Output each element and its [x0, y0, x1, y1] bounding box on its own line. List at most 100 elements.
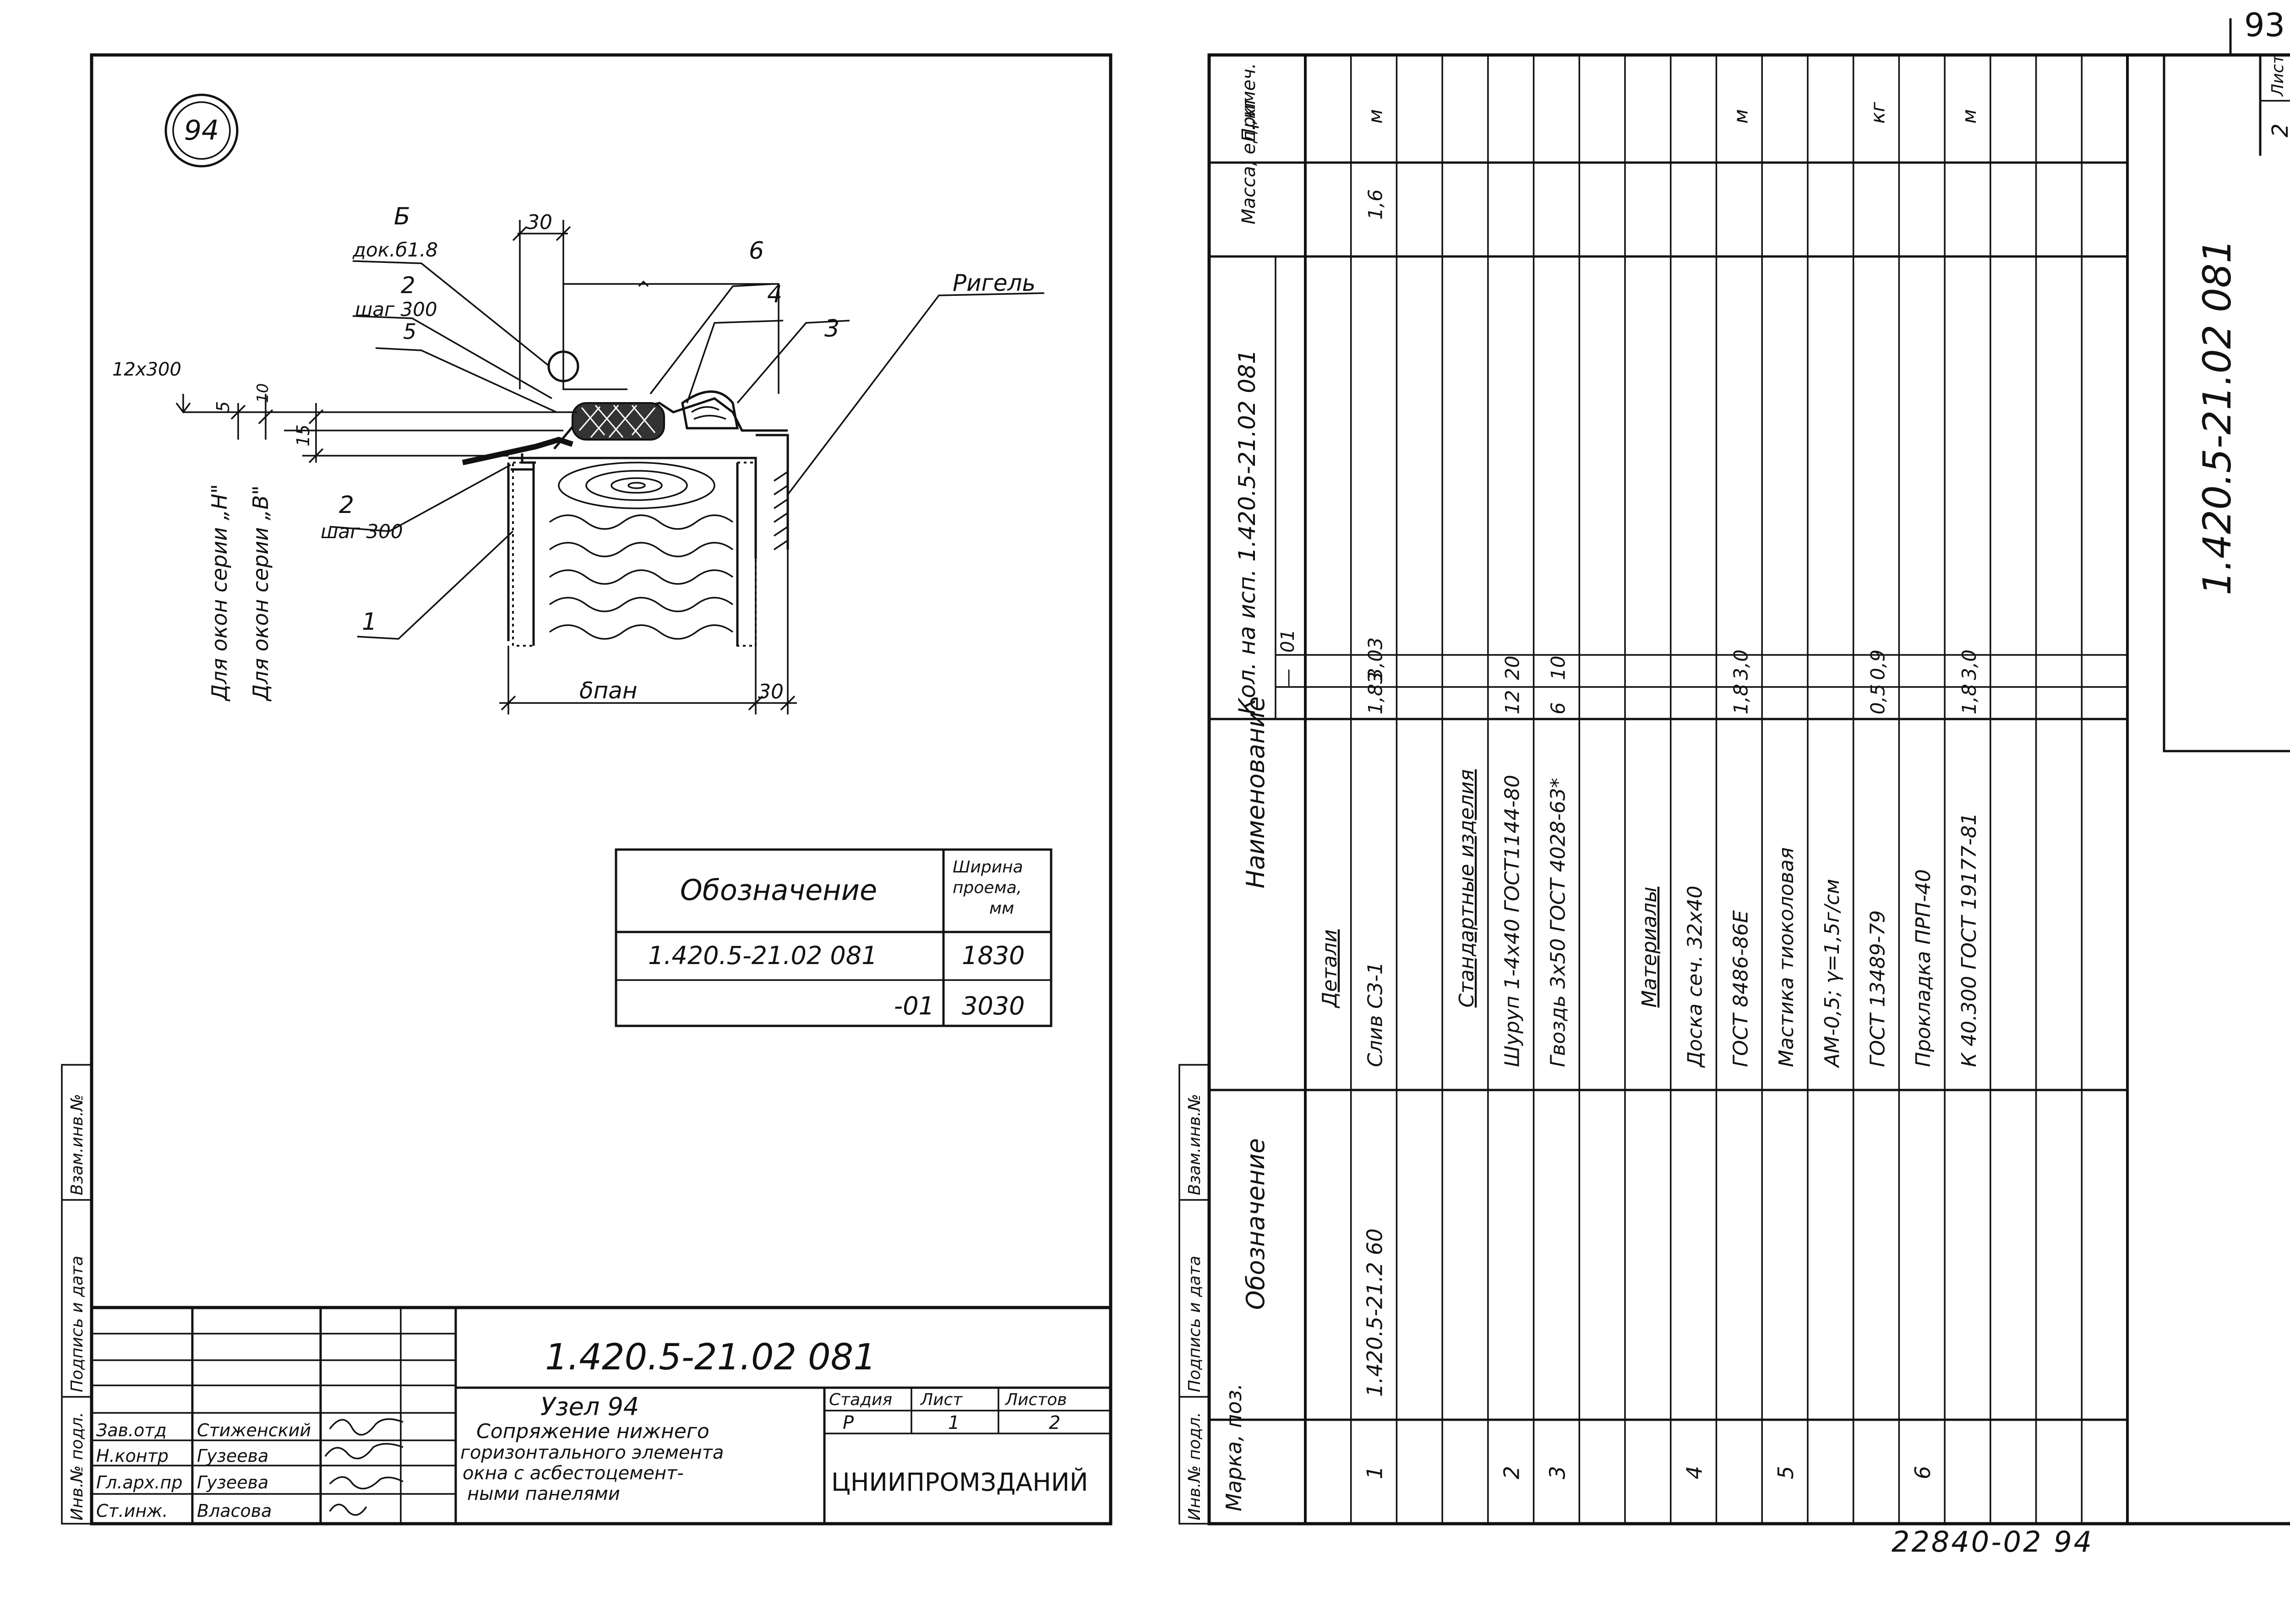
label-rigel: Ригель [953, 270, 1036, 296]
hdr-note: Примеч. [1238, 63, 1260, 142]
spec-row-qty-base: 0,5 [1866, 684, 1889, 714]
spec-row-name: Шуруп 1-4х40 ГОСТ1144-80 [1501, 775, 1524, 1067]
spec-row-name: Прокладка ПРП-40 [1912, 869, 1935, 1067]
spec-row-section-heading: Детали [1318, 929, 1341, 1008]
label-1: 1 [362, 608, 377, 636]
spec-row-qty-01: 10 [1547, 656, 1569, 680]
right-sheet-number: 2 [2268, 123, 2290, 137]
sig-name-2: Гузеева [197, 1446, 268, 1466]
spec-row-qty-base: 1,8 [1958, 684, 1980, 714]
signature-scribbles [324, 1418, 403, 1516]
spec-row-qty-base: 6 [1547, 702, 1569, 714]
left-drawing-sheet: Взам.инв.№ Подпись и дата Инв.№ подл. 94 [61, 53, 1112, 1526]
spec-row-qty-01: 0,9 [1866, 649, 1889, 680]
spec-row-name: АМ-0,5; γ=1,5г/см [1821, 879, 1844, 1068]
label-dok: док.б1.8 [352, 239, 438, 261]
spec-row-qty-base: 1,8 [1729, 684, 1752, 714]
sig-role-1: Зав.отд [96, 1420, 167, 1440]
wood-board [558, 462, 715, 509]
sig-name-3: Гузеева [197, 1472, 268, 1493]
stage-value: Р [843, 1412, 854, 1433]
sheets-value: 2 [1049, 1412, 1060, 1433]
label-b: Б [394, 203, 410, 230]
left-side-inv-repl: Взам.инв.№ [68, 1094, 87, 1195]
spec-row-qty-base: 1,83 [1364, 671, 1387, 714]
spec-row-qty-01: 20 [1501, 656, 1524, 680]
label-6: 6 [749, 237, 764, 265]
hdr-qty: Кол. на исп. 1.420.5-21.02 081 [1234, 349, 1260, 714]
spec-row-qty-01: 3,03 [1364, 637, 1387, 680]
side-note-h: Для окон серии „Н" [207, 484, 232, 702]
spec-row-section-heading: Материалы [1638, 887, 1661, 1008]
sig-role-3: Гл.арх.пр [96, 1472, 182, 1493]
spec-row-name: Гвоздь 3х50 ГОСТ 4028-63* [1546, 778, 1570, 1067]
spec-row-pos: 6 [1910, 1466, 1935, 1479]
width-table-header-designation: Обозначение [680, 873, 877, 907]
dim-5: 5 [213, 401, 233, 412]
node-badge-number: 94 [184, 114, 219, 147]
left-side-inv-orig: Инв.№ подл. [68, 1412, 87, 1520]
spec-row-mass: 1,6 [1364, 189, 1387, 220]
title-line-4: окна с асбестоцемент- [463, 1463, 684, 1484]
hdr-designation: Обозначение [1241, 1138, 1270, 1310]
width-row-1-width: 1830 [962, 941, 1025, 970]
right-side-inv-orig: Инв.№ подл. [1185, 1412, 1204, 1520]
label-2a: 2 [401, 272, 415, 299]
sheet-label: Лист [920, 1390, 963, 1409]
spec-row-qty-01: 3,0 [1729, 649, 1752, 680]
side-note-v: Для окон серии „В" [248, 485, 273, 702]
leader-lines [329, 260, 1045, 640]
right-side-strip: Взам.инв.№ Подпись и дата Инв.№ подл. [1178, 1064, 1210, 1525]
label-3: 3 [824, 315, 840, 343]
sig-role-2: Н.контр [96, 1446, 169, 1466]
width-row-2-designation: -01 [894, 992, 934, 1020]
spec-row-designation: 1.420.5-21.2 60 [1363, 1228, 1387, 1397]
hdr-name: Наименование [1241, 696, 1270, 888]
width-row-2-width: 3030 [962, 992, 1025, 1020]
hdr-mass: Масса, ед.,кг [1238, 98, 1260, 224]
hdr-pos: Марка, поз. [1221, 1383, 1246, 1511]
right-sheet-label: Лист [2268, 54, 2287, 97]
right-title-block: Лист 2 1.420.5-21.02 081 [2163, 54, 2290, 752]
right-spec-sheet: Взам.инв.№ Подпись и дата Инв.№ подл. Ма… [1178, 53, 2290, 1526]
spec-row-name: Доска сеч. 32х40 [1684, 886, 1707, 1068]
spec-row-name: ГОСТ 8486-86Е [1729, 910, 1752, 1067]
node-badge: 94 [164, 93, 239, 168]
stage-label: Стадия [829, 1390, 892, 1409]
title-line-5: ными панелями [467, 1483, 620, 1504]
spec-row-qty-01: 3,0 [1958, 649, 1980, 680]
left-side-strip: Взам.инв.№ Подпись и дата Инв.№ подл. [61, 1064, 93, 1525]
section-drawing [175, 220, 1045, 714]
right-sheet-frame [1207, 53, 2290, 1526]
label-5: 5 [403, 319, 416, 344]
dim-10: 10 [254, 383, 272, 403]
dim-12x300: 12х300 [112, 359, 181, 380]
title-line-3: горизонтального элемента [460, 1442, 724, 1463]
org-name: ЦНИИПРОМЗДАНИЙ [831, 1468, 1088, 1497]
spec-row-pos: 5 [1773, 1466, 1798, 1479]
title-line-2: Сопряжение нижнего [476, 1420, 709, 1443]
spec-row-note: м [1729, 109, 1752, 124]
spec-row-name: Слив С3-1 [1364, 962, 1387, 1067]
hdr-qty-01: 01 [1277, 629, 1298, 653]
right-doc-code: 1.420.5-21.02 081 [2195, 239, 2240, 595]
dim-30-bottom: 30 [758, 680, 784, 703]
insulation [549, 514, 734, 640]
spec-row-pos: 3 [1545, 1466, 1570, 1479]
right-side-inv-repl: Взам.инв.№ [1185, 1094, 1204, 1195]
spec-row-note: кг [1866, 102, 1889, 124]
spec-row-pos: 1 [1363, 1466, 1387, 1479]
spec-row-name: К 40.300 ГОСТ 19177-81 [1957, 812, 1981, 1067]
sheets-label: Листов [1004, 1390, 1067, 1409]
spec-row-section-heading: Стандартные изделия [1455, 769, 1478, 1008]
label-2b: 2 [339, 491, 354, 519]
label-shag-b: шаг 300 [321, 520, 403, 543]
right-side-sign-date: Подпись и дата [1185, 1256, 1204, 1392]
title-line-1: Узел 94 [540, 1392, 639, 1421]
dim-30-top: 30 [527, 211, 552, 234]
label-shag-a: шаг 300 [355, 298, 437, 321]
sig-role-4: Ст.инж. [96, 1501, 168, 1521]
spec-row-name: Мастика тиоколовая [1775, 847, 1798, 1067]
